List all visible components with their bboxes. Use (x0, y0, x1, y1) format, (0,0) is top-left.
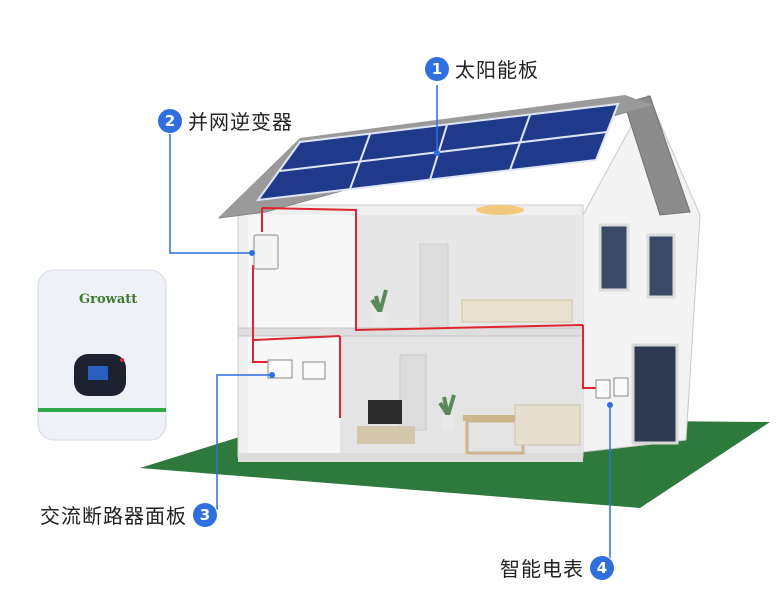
inverter-status-led (120, 358, 124, 362)
callout-label: 智能电表 (500, 557, 584, 581)
callout-number-badge: 4 (590, 555, 614, 580)
plant-pot-lower (442, 415, 454, 431)
callout-smart-meter: 智能电表 4 (500, 553, 614, 582)
potted-plant-upper (370, 289, 388, 314)
leader-dot-4 (607, 402, 613, 408)
inverter-brand-logo: Growatt (79, 292, 138, 307)
callout-label: 交流断路器面板 (40, 504, 187, 528)
breaker-panel-2 (302, 361, 326, 380)
wiring (252, 207, 596, 418)
upper-window-2 (646, 233, 676, 299)
callout-number-badge: 1 (425, 56, 449, 81)
interior-door (419, 243, 449, 327)
left-lower-room (248, 335, 340, 453)
leader-dot-2 (249, 250, 255, 256)
ground-floor (238, 453, 583, 462)
tv-stand (357, 426, 415, 444)
plant-pot-upper (373, 312, 387, 326)
patio-door (631, 343, 679, 445)
left-upper-room (248, 215, 356, 330)
leader-dot-1 (434, 150, 440, 156)
dining-table (463, 415, 528, 421)
upper-window-1 (598, 223, 630, 292)
bed (461, 299, 573, 323)
callout-number-badge: 2 (158, 108, 182, 133)
smart-meter-1 (595, 379, 611, 399)
callout-grid-inverter: 2 并网逆变器 (158, 106, 293, 135)
callout-breaker-panel: 交流断路器面板 3 (40, 500, 217, 529)
sofa (514, 404, 581, 446)
callout-label: 太阳能板 (455, 58, 539, 82)
ceiling-light (476, 205, 524, 215)
wall-inverter (253, 234, 279, 270)
inverter-product (37, 269, 167, 441)
potted-plant-lower (438, 394, 456, 417)
tv (368, 400, 402, 424)
smart-meter-2 (613, 377, 629, 397)
callout-label: 并网逆变器 (188, 110, 293, 134)
callout-solar-panels: 1 太阳能板 (425, 54, 539, 83)
leader-dot-3 (269, 372, 275, 378)
callout-number-badge: 3 (193, 502, 217, 527)
lower-door (399, 354, 427, 431)
leader-lines (169, 85, 611, 560)
